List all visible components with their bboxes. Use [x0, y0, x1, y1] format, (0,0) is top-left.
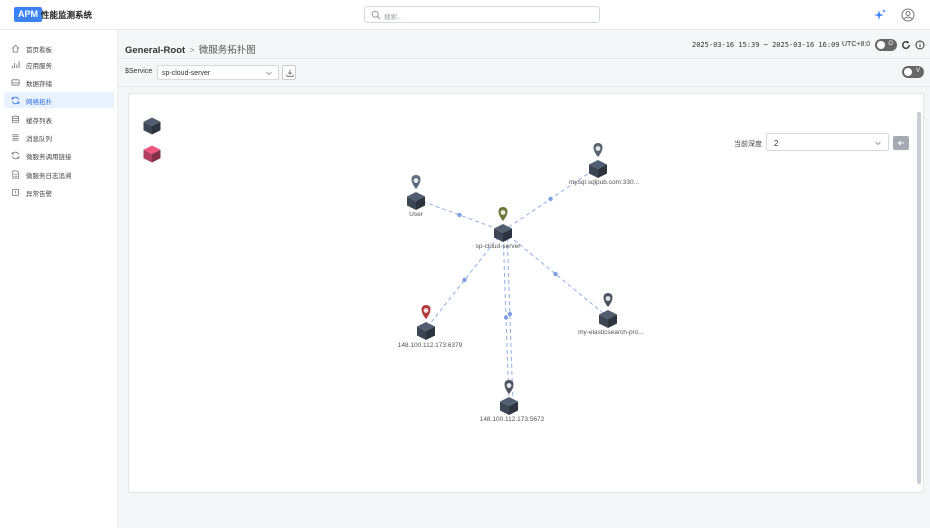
toggle-knob: [877, 41, 885, 49]
topology-panel[interactable]: [128, 93, 924, 493]
node-label: User: [409, 211, 424, 218]
chevron-down-icon: [875, 141, 881, 146]
sparkle-icon[interactable]: [873, 8, 887, 22]
topology-node[interactable]: 148.100.112.173:5672: [480, 380, 545, 423]
top-header: APM 性能监测系统 搜索...: [0, 0, 930, 30]
sidebar-item-label: 微服务调用链接: [26, 154, 72, 161]
sidebar-item-alerts[interactable]: 异常告警: [4, 184, 114, 200]
node-label: sp-cloud-server: [476, 243, 522, 250]
breadcrumb-separator: >: [189, 45, 195, 56]
list-icon: [12, 134, 19, 141]
sidebar-item-data-storage[interactable]: 数据存储: [4, 74, 114, 90]
node-label: my-elasticsearch-pro...: [578, 329, 644, 336]
toolbar-divider: [118, 86, 930, 87]
sidebar-item-label: 网络拓扑: [26, 99, 52, 106]
sidebar-item-app-services[interactable]: 应用服务: [4, 56, 114, 72]
storage-icon: [11, 79, 20, 86]
header-divider: [118, 58, 930, 59]
topology-node[interactable]: mysql.sqlpub.com:330...: [569, 143, 639, 186]
alert-icon: [11, 188, 20, 197]
sidebar-item-call-chain[interactable]: 微服务调用链接: [4, 147, 114, 163]
breadcrumb: General-Root>微服务拓扑图: [125, 42, 256, 56]
topology-node[interactable]: sp-cloud-server: [476, 207, 522, 250]
sidebar-item-log-trace[interactable]: 微服务日志追溯: [4, 166, 114, 182]
sidebar-item-dashboard[interactable]: 首页看板: [4, 40, 114, 56]
auto-refresh-toggle[interactable]: O: [875, 39, 897, 51]
breadcrumb-root[interactable]: General-Root: [125, 45, 186, 56]
toggle-label: O: [888, 41, 893, 47]
user-avatar-icon[interactable]: [901, 8, 915, 22]
sidebar-item-label: 微服务日志追溯: [26, 173, 72, 180]
scrollbar[interactable]: [917, 112, 921, 484]
info-icon[interactable]: [915, 40, 925, 50]
back-button[interactable]: [893, 136, 909, 150]
sidebar-item-label: 首页看板: [26, 47, 52, 54]
sidebar-item-message-queue[interactable]: 消息队列: [4, 129, 114, 145]
sidebar-item-label: 数据存储: [26, 81, 52, 88]
refresh-icon: [11, 96, 20, 105]
sidebar-item-label: 异常告警: [26, 191, 52, 198]
topology-node[interactable]: User: [407, 175, 425, 218]
service-select-value: sp-cloud-server: [162, 69, 211, 77]
arrow-left-icon: [897, 140, 904, 146]
time-range-picker[interactable]: 2025-03-16 15:39 ~ 2025-03-16 16:09: [692, 41, 840, 49]
topology-node[interactable]: my-elasticsearch-pro...: [578, 293, 644, 336]
app-title: 性能监测系统: [41, 10, 93, 20]
toggle-knob: [904, 68, 912, 76]
depth-select[interactable]: 2: [766, 133, 889, 151]
sidebar-item-label: 缓存列表: [26, 118, 52, 125]
bar-chart-icon: [11, 61, 20, 69]
topology-node[interactable]: 148.100.112.173:6379: [398, 305, 463, 349]
node-label: 148.100.112.173:5672: [480, 416, 545, 423]
chevron-down-icon: [266, 71, 272, 76]
search-placeholder: 搜索...: [384, 14, 403, 21]
sidebar-item-label: 应用服务: [26, 63, 52, 70]
service-variable-label: $Service: [125, 68, 153, 75]
timezone-label: UTC+8:0: [842, 41, 871, 48]
page-title: 微服务拓扑图: [198, 45, 256, 56]
logo-badge: APM: [14, 7, 42, 22]
sidebar-item-label: 消息队列: [26, 136, 52, 143]
search-input[interactable]: 搜索...: [364, 6, 600, 23]
depth-label: 当前深度: [734, 141, 762, 148]
database-icon: [11, 115, 20, 124]
refresh-icon[interactable]: [901, 40, 911, 50]
download-icon: [285, 69, 294, 77]
sidebar-item-cache-list[interactable]: 缓存列表: [4, 111, 114, 127]
node-label: 148.100.112.173:6379: [398, 342, 463, 349]
toggle-label: V: [915, 68, 920, 74]
service-select[interactable]: sp-cloud-server: [157, 65, 279, 80]
depth-value: 2: [774, 138, 779, 148]
view-toggle[interactable]: V: [902, 66, 924, 78]
sync-icon: [11, 151, 20, 160]
download-button[interactable]: [282, 65, 296, 80]
home-icon: [11, 44, 20, 53]
sidebar-item-network-topology[interactable]: 网络拓扑: [4, 92, 114, 108]
sidebar: 首页看板 应用服务 数据存储 网络拓扑 缓存列表 消息队列 微服务调用链接 微服…: [0, 30, 118, 528]
node-label: mysql.sqlpub.com:330...: [569, 179, 639, 186]
search-icon: [371, 10, 381, 20]
document-icon: [12, 170, 20, 179]
